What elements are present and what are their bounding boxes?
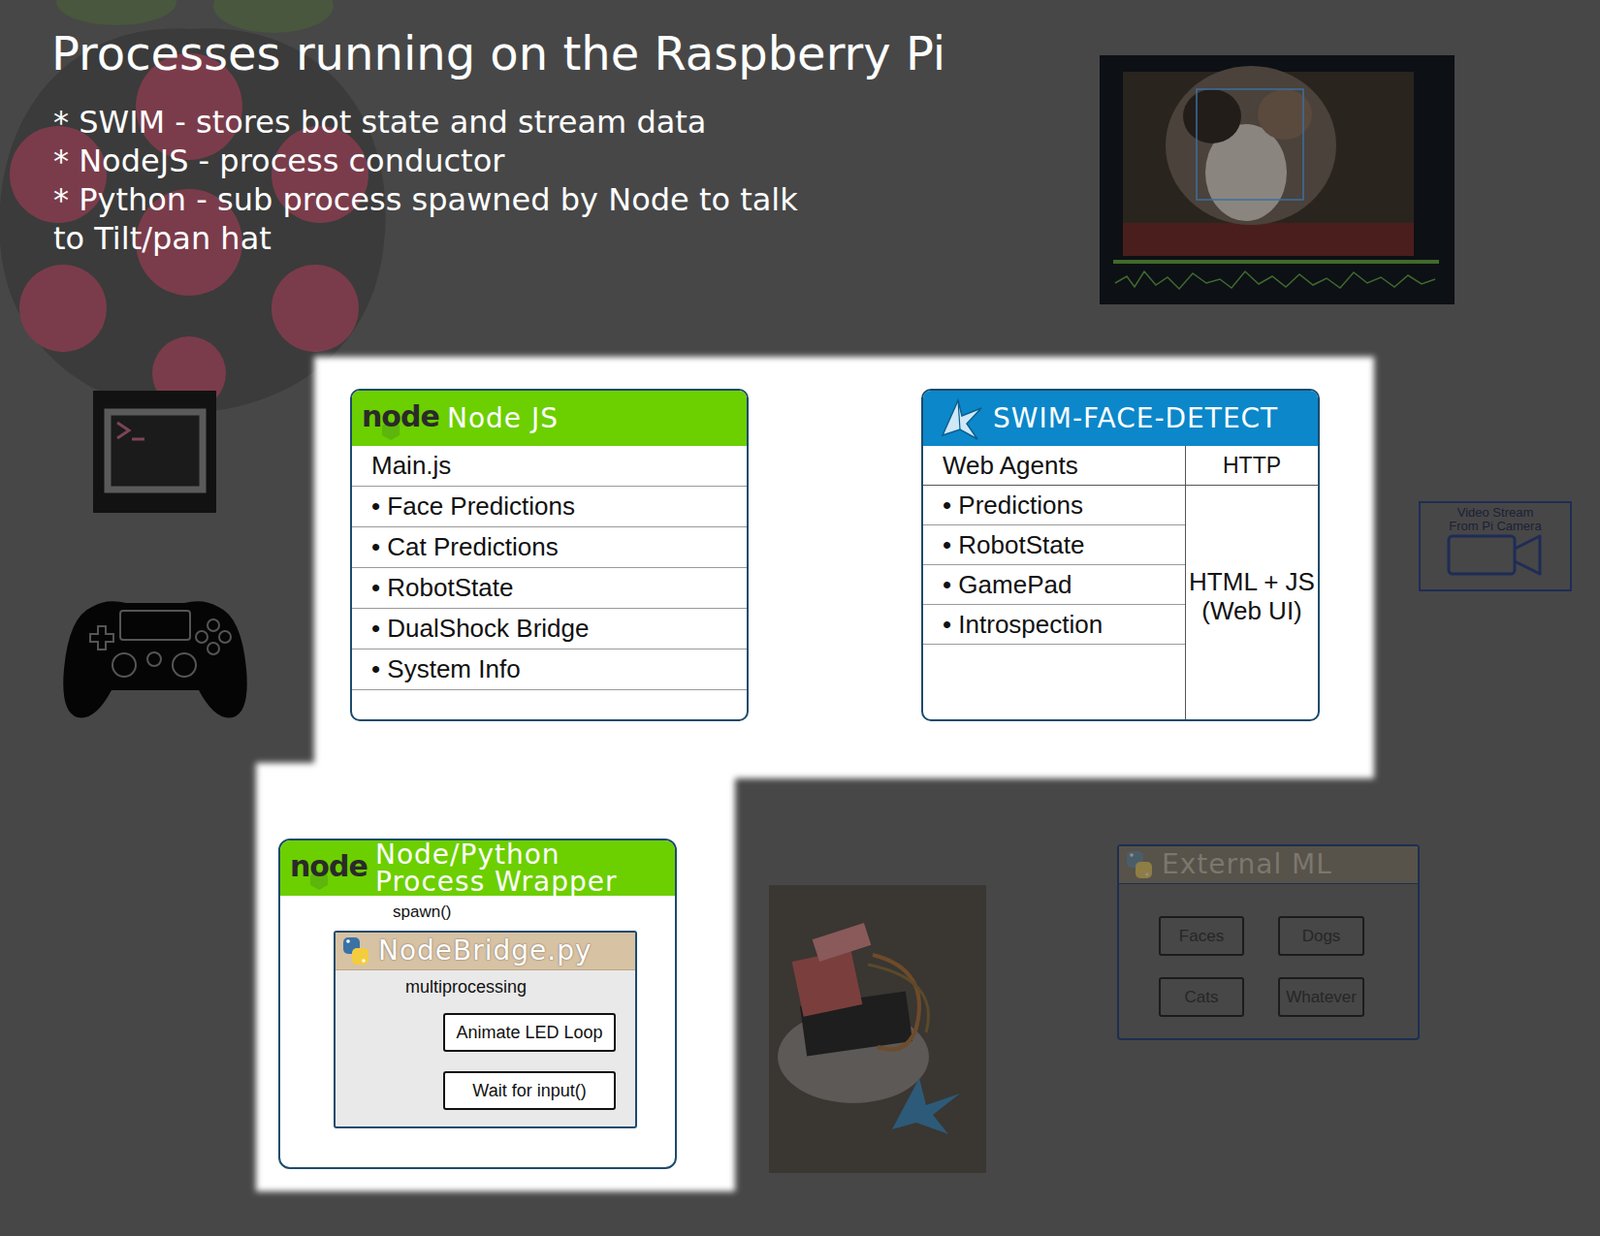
header-band: NodeBridge.py <box>335 932 636 971</box>
row-text: • Introspection <box>942 605 1103 644</box>
box-label: Dogs <box>1302 927 1342 947</box>
ml-box: External ML Faces DogsCats Whatever <box>1117 844 1420 1041</box>
box-label: Cats <box>1184 988 1219 1008</box>
gamepad-icon <box>63 601 247 718</box>
row-text: • Predictions <box>942 485 1084 525</box>
logo-icon <box>340 935 372 967</box>
screenshot-thumbnail <box>1099 55 1455 305</box>
model-box: Dogs <box>1278 916 1365 957</box>
highlight-panel <box>256 356 1375 1192</box>
row-text: • DualShock Bridge <box>371 608 589 649</box>
module-text: multiprocessing <box>405 976 527 998</box>
model-box: Faces <box>1158 916 1245 957</box>
box-title: NodeBridge.py <box>378 932 593 970</box>
box-title: External ML <box>1161 846 1333 884</box>
header-band: External ML <box>1119 846 1418 885</box>
header-band: Node/Python Process Wrappernode <box>280 840 675 896</box>
table-row: • Predictions <box>923 485 1185 526</box>
table-row: • RobotState <box>352 568 747 609</box>
task-box: Animate LED Loop <box>443 1013 616 1053</box>
box-label: Animate LED Loop <box>455 1023 603 1044</box>
table-row: • DualShock Bridge <box>352 608 747 650</box>
box-label: Wait for input() <box>472 1081 586 1102</box>
row-text: • Face Predictions <box>371 486 576 527</box>
table-row: Web Agents HTTP <box>923 446 1318 486</box>
logo-icon <box>1123 849 1155 881</box>
call-text: spawn() <box>392 902 451 923</box>
row-text: • System Info <box>371 649 521 690</box>
row-text: • Cat Predictions <box>371 527 559 568</box>
table-row: • Face Predictions <box>352 486 747 528</box>
model-box: Cats <box>1158 977 1245 1018</box>
column-head: HTTP <box>1185 446 1318 485</box>
note-text: * NodeJS - process conductor <box>53 141 505 181</box>
table-row: • System Info <box>352 649 747 691</box>
box-label: Faces <box>1179 927 1224 947</box>
camera-icon <box>1448 536 1540 575</box>
column-rule <box>1184 446 1186 720</box>
note-text: * Python - sub process spawned by Node t… <box>53 180 820 258</box>
row-text: • GamePad <box>942 565 1072 605</box>
stream-box: Video Stream From Pi Camera <box>1418 501 1572 592</box>
row-text: Main.js <box>371 446 451 486</box>
table-row: • RobotState <box>923 525 1185 566</box>
process-box: Node JSnodeMain.js• Face Predictions• Ca… <box>350 388 749 722</box>
box-title: SWIM-FACE-DETECT <box>992 390 1279 447</box>
table-row: • Introspection <box>923 605 1185 645</box>
box-label: Whatever <box>1285 988 1357 1008</box>
logo-text: node <box>361 399 440 435</box>
table-row: • GamePad <box>923 565 1185 606</box>
service-box: SWIM-FACE-DETECTWeb Agents HTTP • Predicti… <box>921 388 1320 722</box>
wrapper-box: Node/Python Process Wrappernode spawn() No… <box>278 838 677 1170</box>
row-text: • RobotState <box>371 568 513 608</box>
module-box: NodeBridge.py multiprocessingAnimate LED … <box>333 930 638 1129</box>
logo-text: node <box>289 849 368 885</box>
note-text: * SWIM - stores bot state and stream dat… <box>53 102 706 142</box>
box-label: Video Stream From Pi Camera <box>1446 506 1544 534</box>
row-text: • RobotState <box>942 525 1085 565</box>
table-cell: HTML + JS (Web UI) <box>1185 485 1318 706</box>
header-band: Node JSnode <box>352 390 747 447</box>
box-title: Node JS <box>447 390 559 447</box>
logo-icon <box>936 394 986 444</box>
robot-photo <box>768 885 987 1174</box>
model-box: Whatever <box>1278 977 1365 1018</box>
table-row: • Cat Predictions <box>352 527 747 569</box>
task-box: Wait for input() <box>443 1071 616 1111</box>
header-band: SWIM-FACE-DETECT <box>923 390 1318 447</box>
box-title: Node/Python Process Wrapper <box>375 841 657 896</box>
cell-text: HTML + JS (Web UI) <box>1188 567 1315 626</box>
terminal-icon <box>93 390 217 513</box>
table-row: Main.js <box>352 446 747 487</box>
column-head: Web Agents <box>942 446 1079 485</box>
page-title: Processes running on the Raspberry Pi <box>51 26 946 81</box>
